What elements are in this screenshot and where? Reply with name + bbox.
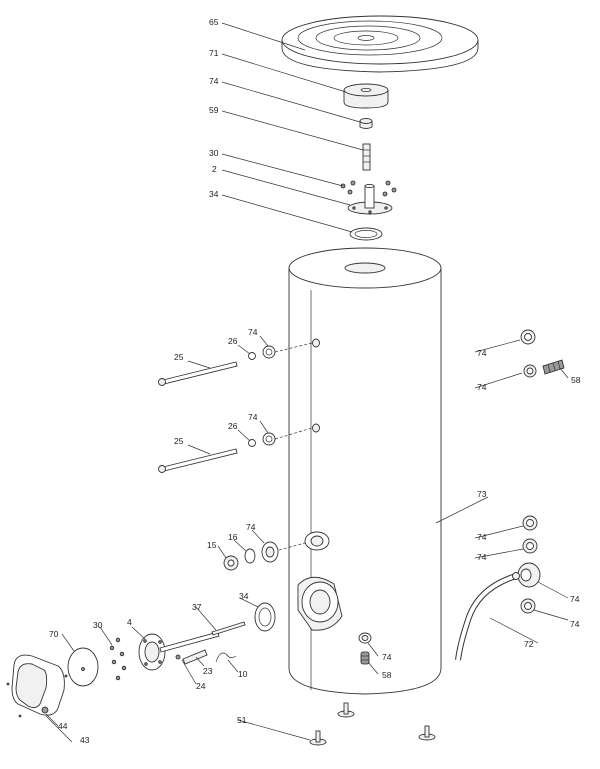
label-30-top: 30	[209, 148, 219, 158]
label-74-c: 74	[246, 522, 256, 532]
label-74-b: 74	[248, 412, 258, 422]
control-cover-part	[6, 654, 68, 718]
label-74-a: 74	[248, 327, 258, 337]
washer-part-r4	[522, 538, 538, 554]
heating-element-part	[138, 631, 220, 671]
label-71: 71	[209, 48, 219, 58]
label-15: 15	[207, 540, 217, 550]
leader-lines	[45, 22, 569, 743]
clip-part-24	[175, 654, 181, 660]
sleeve-part-23	[182, 649, 208, 665]
thermostat-rod-part	[211, 621, 246, 636]
plug-part-right	[542, 359, 565, 375]
label-30-low: 30	[93, 620, 103, 630]
nut-part-top	[359, 118, 373, 129]
label-74-bot: 74	[382, 652, 392, 662]
gasket-part-top	[349, 227, 383, 241]
label-74-r2: 74	[477, 382, 487, 392]
foot-part-3	[418, 725, 436, 741]
label-43: 43	[80, 735, 90, 745]
flange-part	[340, 180, 397, 215]
insulation-disk-part	[67, 647, 99, 687]
label-23: 23	[203, 666, 213, 676]
label-74-r4: 74	[477, 552, 487, 562]
label-65: 65	[209, 17, 219, 27]
label-73: 73	[477, 489, 487, 499]
screws-part-low	[109, 637, 127, 681]
label-51: 51	[237, 715, 247, 725]
washer-part-r2	[523, 364, 537, 378]
label-44: 44	[58, 721, 68, 731]
label-74-r3: 74	[477, 532, 487, 542]
label-74-r5: 74	[570, 594, 580, 604]
label-37: 37	[192, 602, 202, 612]
gasket-part-lower	[254, 602, 276, 632]
washer-part-r6	[520, 598, 536, 614]
plug-part-bottom	[360, 651, 370, 665]
wire-part-10	[215, 652, 237, 663]
ring-part-16	[244, 548, 256, 564]
label-25-a: 25	[174, 352, 184, 362]
anode-rod-part	[362, 143, 371, 171]
label-26-b: 26	[228, 421, 238, 431]
washer-part-upper	[262, 345, 276, 359]
label-16: 16	[228, 532, 238, 542]
hose-part	[455, 572, 520, 661]
label-74-r1: 74	[477, 348, 487, 358]
label-25-b: 25	[174, 436, 184, 446]
label-4: 4	[127, 617, 132, 627]
insulation-cap-part	[343, 83, 389, 109]
tank-body-part	[288, 247, 442, 695]
callout-labels: 65 71 74 59 30 2 34 26 74 25 26 74 25 74…	[49, 17, 581, 745]
o-ring-part-upper	[248, 352, 256, 360]
label-72: 72	[524, 639, 534, 649]
label-34-low: 34	[239, 591, 249, 601]
sensor-rod-part-lower	[158, 448, 238, 473]
sensor-rod-part-upper	[158, 361, 238, 386]
label-70: 70	[49, 629, 59, 639]
label-2: 2	[212, 164, 217, 174]
label-26-a: 26	[228, 336, 238, 346]
label-34-top: 34	[209, 189, 219, 199]
top-cover-part	[281, 15, 479, 73]
washer-part-r1	[520, 329, 536, 345]
label-74-r6: 74	[570, 619, 580, 629]
label-58-bot: 58	[382, 670, 392, 680]
label-59: 59	[209, 105, 219, 115]
label-58-right: 58	[571, 375, 581, 385]
label-10: 10	[238, 669, 248, 679]
nut-part-15	[223, 555, 239, 571]
label-74-top: 74	[209, 76, 219, 86]
foot-part-2	[309, 730, 327, 746]
washer-part-r3	[522, 515, 538, 531]
label-24: 24	[196, 681, 206, 691]
washer-part-lower	[262, 432, 276, 446]
washer-part-r5	[517, 562, 541, 588]
washer-part-mid	[261, 541, 279, 563]
foot-part-1	[337, 702, 355, 718]
o-ring-part-lower	[248, 439, 256, 447]
